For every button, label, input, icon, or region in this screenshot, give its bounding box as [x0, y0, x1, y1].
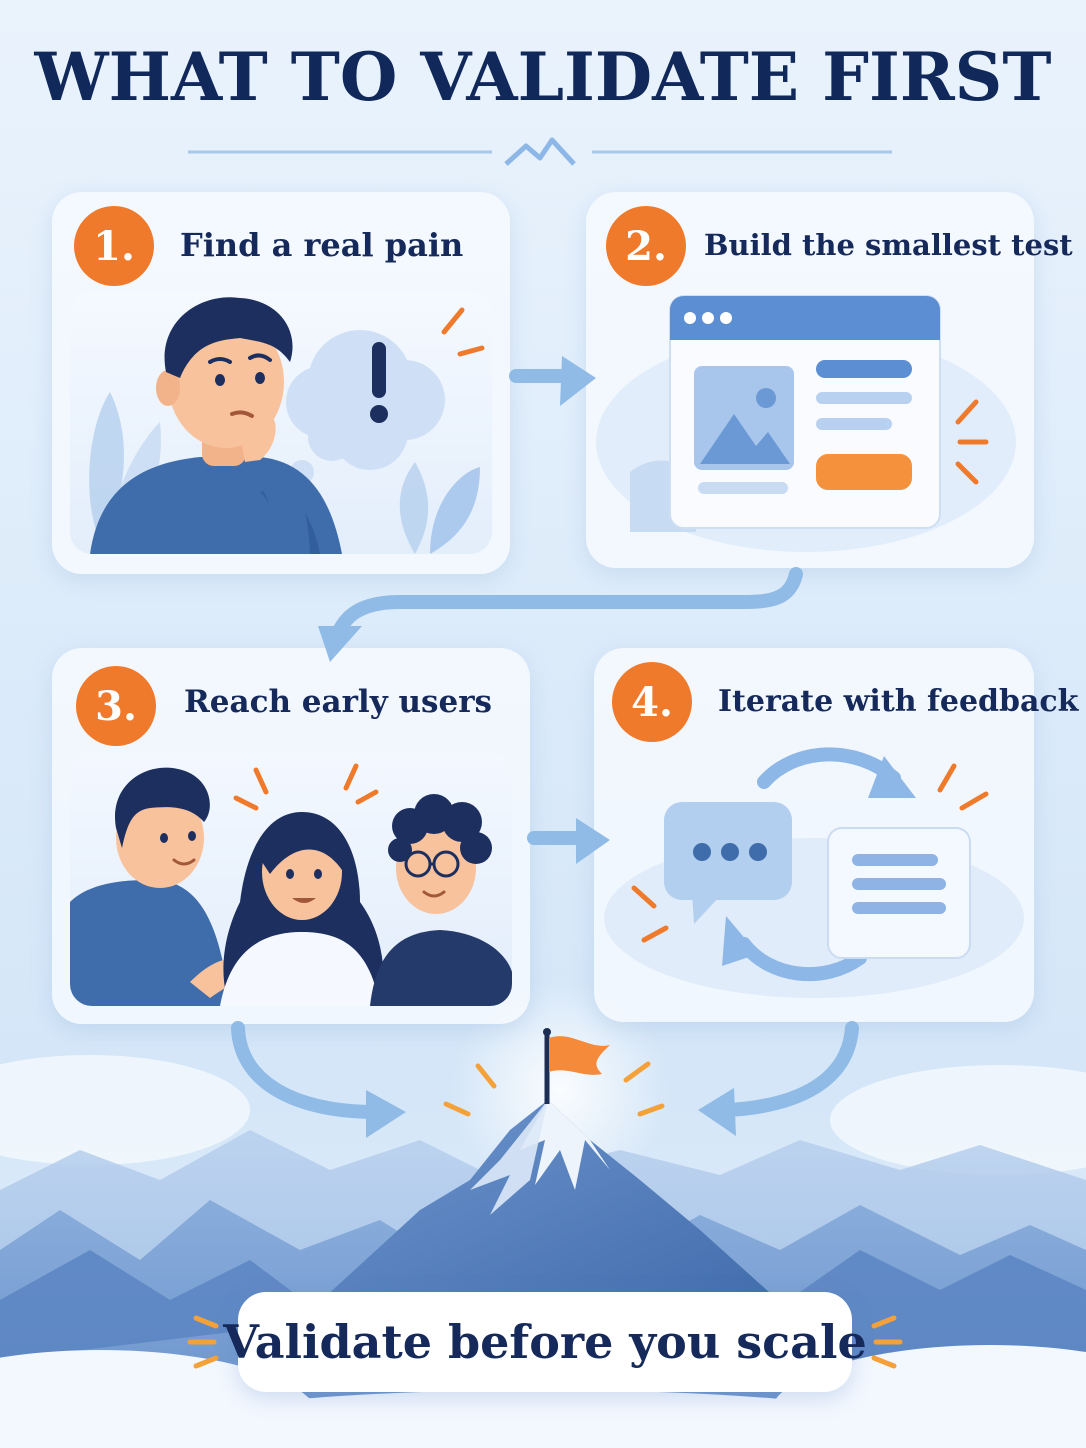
title-divider — [188, 137, 892, 166]
step-label: Build the smallest test — [704, 228, 1073, 262]
step-card-4: 4. Iterate with feedback — [594, 648, 1078, 1022]
browser-mockup-icon — [596, 295, 1016, 552]
group-of-people-icon — [70, 763, 512, 1006]
step-illustration — [70, 752, 512, 1006]
footer-banner: Validate before you scale — [223, 1292, 867, 1392]
step-illustration — [70, 292, 492, 554]
step-label: Reach early users — [184, 684, 493, 720]
step-card-3: 3. Reach early users — [52, 648, 530, 1024]
step-number-badge: 1. — [74, 206, 154, 286]
step-card-2: 2. Build the smallest test — [586, 192, 1073, 568]
page-title: WHAT TO VALIDATE FIRST — [34, 38, 1052, 116]
step-number-badge: 3. — [76, 666, 156, 746]
step-number-badge: 4. — [612, 662, 692, 742]
step-card-1: 1. Find a real pain — [52, 192, 510, 574]
step-number-badge: 2. — [606, 206, 686, 286]
footer-label: Validate before you scale — [223, 1315, 867, 1369]
step-label: Find a real pain — [180, 226, 464, 264]
feedback-loop-icon — [604, 747, 1024, 998]
thinking-person-icon — [89, 297, 485, 554]
step-label: Iterate with feedback — [718, 684, 1079, 719]
